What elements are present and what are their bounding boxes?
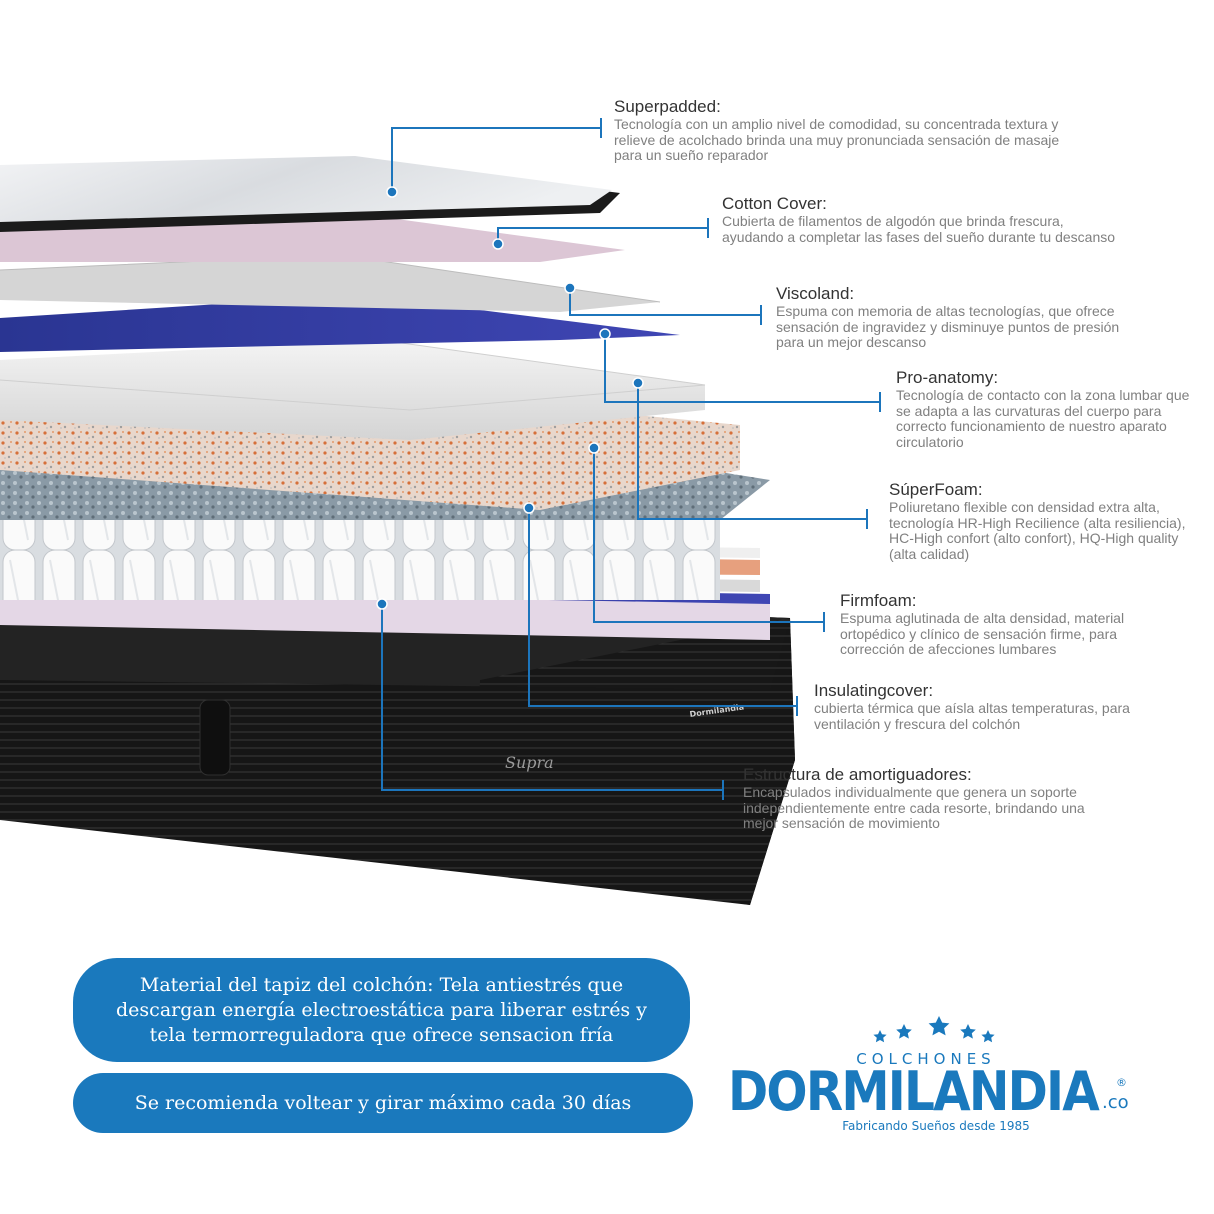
superpadded-layer bbox=[0, 156, 620, 232]
callout-title: Estructura de amortiguadores: bbox=[743, 765, 972, 784]
callout-title: Cotton Cover: bbox=[722, 194, 827, 213]
logo-top-text: COLCHONES bbox=[856, 1050, 995, 1068]
callout-pro-anatomy: Pro-anatomy: Tecnología de contacto con … bbox=[896, 368, 1196, 450]
material-info-banner: Material del tapiz del colchón: Tela ant… bbox=[73, 958, 690, 1062]
callout-description: Poliuretano flexible con densidad extra … bbox=[889, 499, 1186, 562]
callout-description: Espuma con memoria de altas tecnologías,… bbox=[776, 303, 1120, 351]
callout-description: Cubierta de filamentos de algodón que br… bbox=[722, 213, 1116, 245]
white-foam-block bbox=[0, 339, 706, 440]
callout-title: Pro-anatomy: bbox=[896, 368, 999, 387]
callout-estructura-amortiguadores: Estructura de amortiguadores: Encapsulad… bbox=[743, 765, 1103, 832]
callout-cotton-cover: Cotton Cover: Cubierta de filamentos de … bbox=[722, 194, 1122, 245]
logo-suffix: .co bbox=[1102, 1092, 1129, 1113]
callout-title: Superpadded: bbox=[614, 97, 721, 116]
logo-tagline: Fabricando Sueños desde 1985 bbox=[842, 1119, 1030, 1133]
callout-superpadded: Superpadded: Tecnología con un amplio ni… bbox=[614, 97, 1084, 164]
leader-lines bbox=[381, 118, 881, 800]
material-info-text: Material del tapiz del colchón: Tela ant… bbox=[116, 973, 647, 1046]
mattress-base: Supra Dormilandia bbox=[0, 605, 795, 905]
gray-foam-layer bbox=[0, 254, 661, 312]
star-icon bbox=[928, 1016, 950, 1036]
callout-superfoam: SúperFoam: Poliuretano flexible con dens… bbox=[889, 480, 1204, 562]
logo-stars bbox=[873, 1016, 995, 1043]
callout-title: SúperFoam: bbox=[889, 480, 983, 499]
turn-recommendation-banner: Se recomienda voltear y girar máximo cad… bbox=[73, 1073, 693, 1133]
callout-description: cubierta térmica que aísla altas tempera… bbox=[814, 700, 1130, 732]
callout-description: Encapsulados individualmente que genera … bbox=[743, 784, 1085, 832]
mattress-brand-label: Supra bbox=[505, 753, 554, 772]
callout-title: Firmfoam: bbox=[840, 591, 917, 610]
callout-firmfoam: Firmfoam: Espuma aglutinada de alta dens… bbox=[840, 591, 1180, 658]
viscoland-layer bbox=[0, 295, 680, 352]
callout-title: Insulatingcover: bbox=[814, 681, 934, 700]
star-icon bbox=[873, 1030, 887, 1043]
turn-recommendation-text: Se recomienda voltear y girar máximo cad… bbox=[134, 1092, 632, 1114]
star-icon bbox=[896, 1024, 912, 1039]
callout-description: Tecnología con un amplio nivel de comodi… bbox=[614, 116, 1060, 164]
logo-name: DORMILANDIA bbox=[728, 1060, 1100, 1123]
callout-insulatingcover: Insulatingcover: cubierta térmica que aí… bbox=[814, 681, 1154, 732]
callout-description: Tecnología de contacto con la zona lumba… bbox=[896, 387, 1190, 450]
callout-viscoland: Viscoland: Espuma con memoria de altas t… bbox=[776, 284, 1136, 351]
callout-description: Espuma aglutinada de alta densidad, mate… bbox=[840, 610, 1125, 658]
callout-title: Viscoland: bbox=[776, 284, 855, 303]
star-icon bbox=[981, 1030, 995, 1043]
dormilandia-logo: COLCHONES DORMILANDIA .co ® Fabricando S… bbox=[728, 1016, 1129, 1133]
leader-dots bbox=[376, 186, 644, 610]
logo-registered-mark: ® bbox=[1116, 1076, 1127, 1089]
star-icon bbox=[960, 1024, 976, 1039]
